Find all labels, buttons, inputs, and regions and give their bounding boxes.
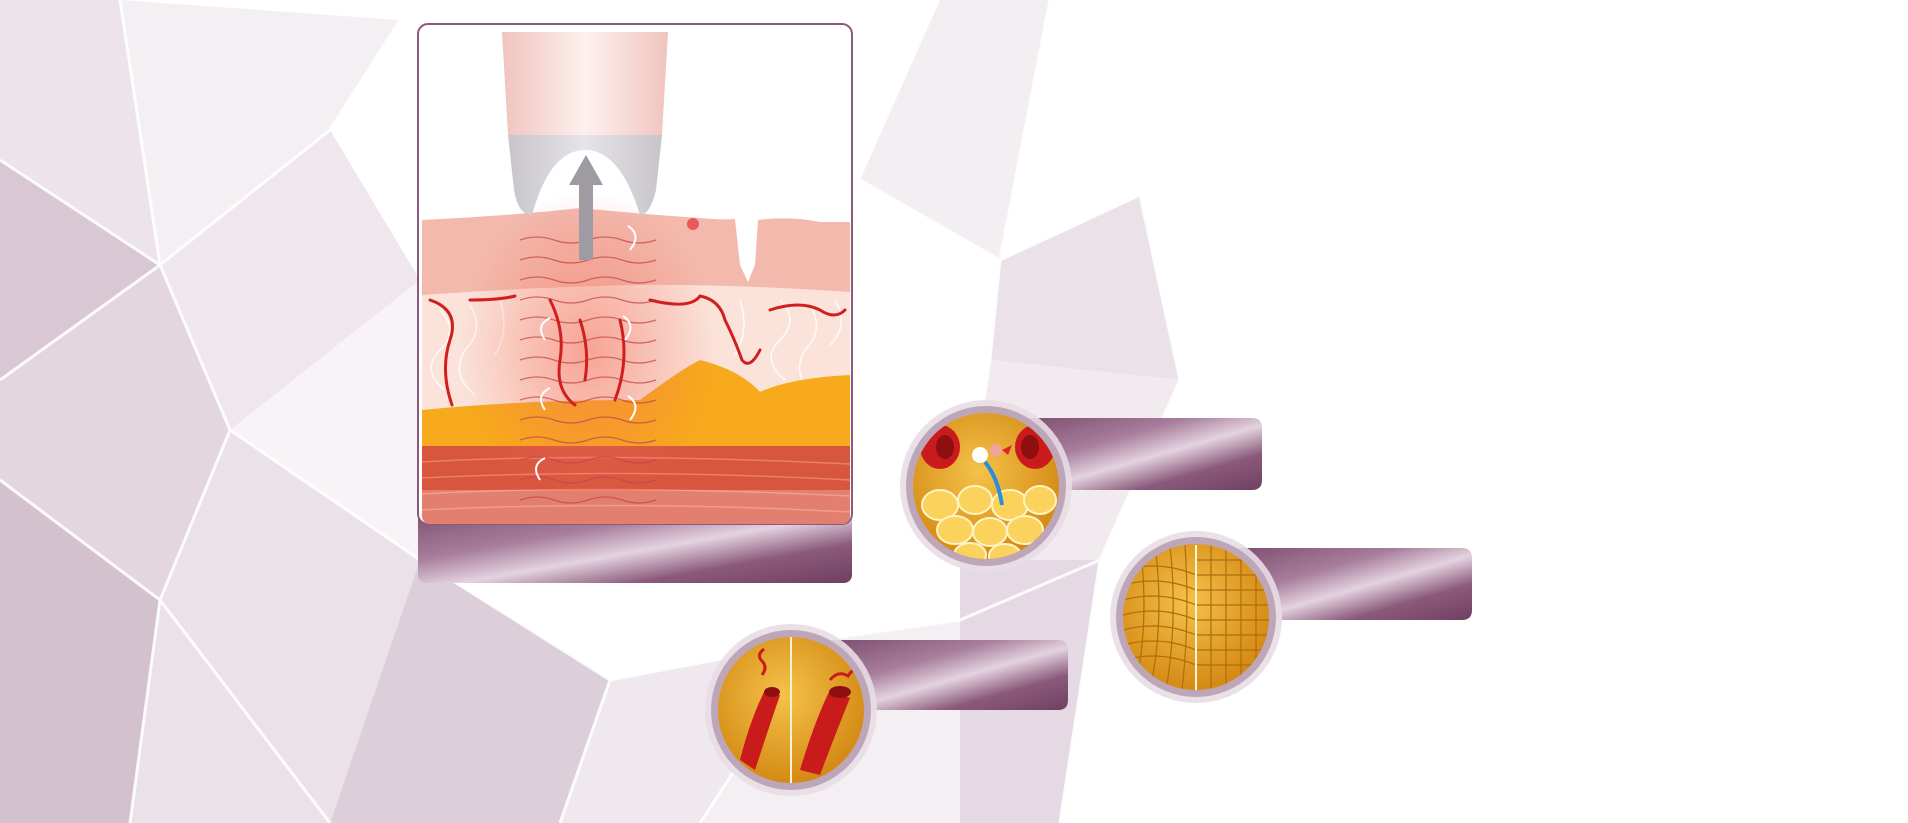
callout-collagen <box>1110 531 1282 703</box>
callout-banner-fat <box>1010 418 1262 490</box>
callout-banner-collagen <box>1222 548 1472 620</box>
background-facets <box>0 0 1182 823</box>
callout-label-vessels <box>880 646 1060 704</box>
callout-label-collagen <box>1285 555 1465 613</box>
heat-flow-arrows <box>535 225 637 481</box>
main-panel-caption <box>418 530 852 580</box>
callout-banner-vessels <box>818 640 1068 710</box>
callout-label-fat <box>1075 425 1255 483</box>
callout-fat-cells <box>900 400 1072 572</box>
fat-cell-icon <box>920 425 1057 559</box>
main-vessels <box>428 294 847 407</box>
rf-applicator <box>502 32 668 260</box>
up-arrow-icon <box>569 155 603 260</box>
callout-blood-vessels <box>705 624 877 796</box>
blood-vessel-icon <box>740 637 862 783</box>
